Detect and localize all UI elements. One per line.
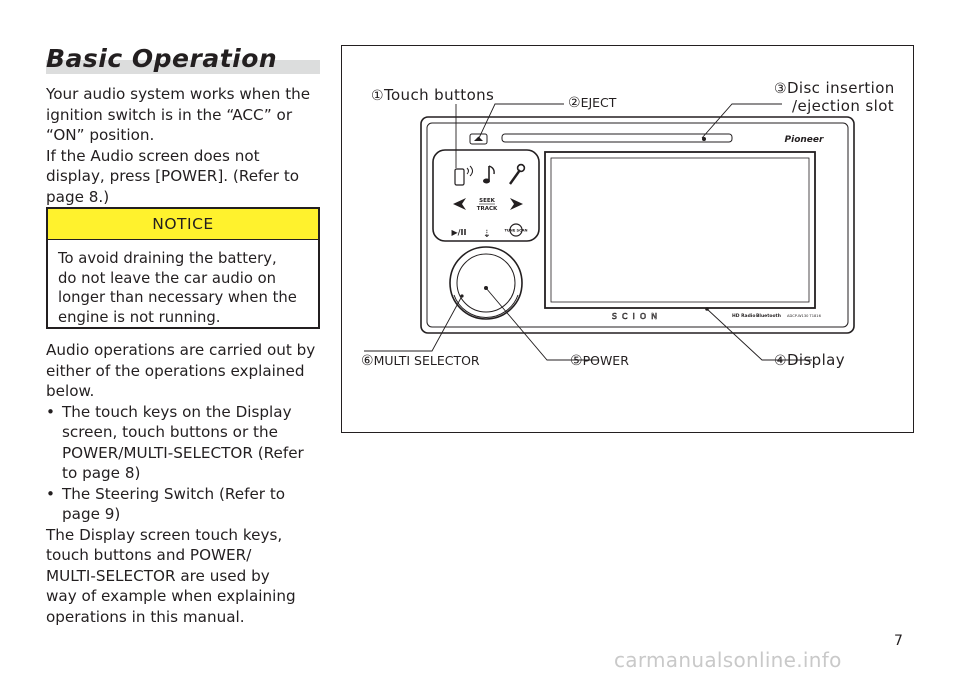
intro-line: ignition switch is in the “ACC” or: [46, 105, 293, 124]
heading-underlay-bar: [46, 60, 320, 74]
bullet-item: • The touch keys on the Display screen, …: [46, 402, 324, 484]
mute-icon: ⇣: [483, 229, 491, 240]
intro-line: display, press [POWER]. (Refer to: [46, 167, 300, 185]
bullet-line: POWER/MULTI-SELECTOR (Refer: [62, 443, 304, 462]
intro-line: “ON” position.: [46, 126, 155, 144]
watermark: carmanualsonline.info: [614, 648, 842, 672]
leader-line-6: [364, 295, 463, 352]
knob-dot: [460, 294, 464, 298]
power-button: [456, 253, 516, 313]
body-paragraph: Audio operations are carried out by eith…: [46, 340, 324, 627]
leader-line-5: [485, 287, 598, 361]
callout-label: EJECT: [580, 95, 617, 110]
body-line: either of the operations explained: [46, 361, 305, 380]
notice-box: NOTICE To avoid draining the battery, do…: [46, 207, 320, 329]
head-unit-drawing: SEEK TRACK ▶/II ⇣ TUNE SCAN Pioneer SCIO…: [364, 103, 855, 361]
body-line: touch buttons and POWER/: [46, 546, 252, 564]
page-number: 7: [894, 633, 903, 649]
callout-number: ④: [774, 353, 787, 369]
leader-line-2: [478, 103, 564, 139]
wrench-icon: [509, 169, 521, 185]
body-line: Audio operations are carried out by: [46, 341, 316, 359]
music-note-head: [483, 178, 490, 184]
notice-heading: NOTICE: [48, 209, 318, 240]
bullet-item: • The Steering Switch (Refer to page 9): [46, 484, 324, 525]
seek-forward-icon: [510, 198, 523, 210]
bullet-line: The Steering Switch (Refer to: [62, 484, 286, 503]
seek-label: SEEK: [479, 198, 495, 204]
phone-icon: [454, 168, 465, 186]
power-dot: [484, 286, 488, 290]
display-inner-frame: [550, 157, 810, 303]
callout-display: ④Display: [774, 351, 845, 369]
callout-label: Display: [786, 351, 846, 369]
callout-label: Disc insertion: [786, 79, 895, 97]
body-line: MULTI-SELECTOR are used by: [46, 566, 270, 585]
callout-multi-selector: ⑥MULTI SELECTOR: [361, 353, 480, 369]
seek-back-icon: [453, 198, 466, 210]
intro-paragraph: Your audio system works when the ignitio…: [46, 84, 324, 207]
intro-line: Your audio system works when the: [46, 85, 311, 103]
phone-signal-icon: [466, 165, 473, 177]
music-note-flag: [488, 165, 495, 175]
page-title: Basic Operation: [46, 44, 278, 73]
callout-number: ①: [371, 88, 384, 104]
callout-power: ⑤POWER: [570, 353, 629, 369]
disc-slot: [501, 133, 733, 143]
callout-number: ⑤: [570, 353, 583, 369]
callout-eject: ②EJECT: [568, 95, 616, 111]
wrench-head: [516, 163, 526, 173]
callout-touch-buttons: ①Touch buttons: [371, 86, 494, 104]
callout-label: Touch buttons: [383, 86, 495, 104]
intro-line: page 8.): [46, 187, 110, 206]
display-screen: [544, 151, 816, 309]
hd-radio-logo: HD Radio: [732, 313, 755, 319]
bluetooth-logo: Bluetooth: [756, 313, 781, 319]
notice-line: To avoid draining the battery,: [58, 250, 277, 267]
body-line: way of example when explaining: [46, 587, 296, 605]
inner-bezel: [426, 122, 849, 328]
head-unit-figure: SEEK TRACK ▶/II ⇣ TUNE SCAN Pioneer SCIO…: [341, 45, 914, 433]
leader-line-4: [706, 308, 812, 361]
notice-line: do not leave the car audio on: [58, 269, 277, 287]
notice-line: engine is not running.: [58, 308, 221, 326]
body-line: operations in this manual.: [46, 607, 245, 626]
touch-button-panel: [432, 149, 540, 242]
slot-indicator: [702, 137, 706, 141]
bullet-line: page 9): [62, 505, 121, 523]
callout-disc-slot: ③Disc insertion /ejection slot: [774, 80, 895, 115]
bullet-dot: •: [46, 402, 55, 421]
tune-scan-icon: [509, 223, 523, 237]
callout-label: POWER: [582, 353, 629, 368]
brand-logo: Pioneer: [785, 135, 824, 145]
callout-number: ③: [774, 81, 787, 97]
bullet-line: to page 8): [62, 464, 141, 482]
notice-body: To avoid draining the battery, do not le…: [48, 240, 318, 327]
bullet-line: screen, touch buttons or the: [62, 423, 278, 441]
callout-label: MULTI SELECTOR: [373, 353, 480, 368]
bullet-line: The touch keys on the Display: [62, 402, 292, 421]
tune-scan-label: TUNE SCAN: [504, 229, 527, 233]
eject-icon: [474, 136, 483, 141]
body-line: The Display screen touch keys,: [46, 525, 283, 544]
callout-number: ⑥: [361, 353, 374, 369]
knob-grip-arc: [453, 294, 519, 319]
bullet-dot: •: [46, 484, 55, 503]
callout-label-line2: /ejection slot: [792, 97, 895, 115]
body-line: below.: [46, 382, 95, 400]
play-pause-icon: ▶/II: [451, 228, 466, 237]
model-number: ADCP-W130 T1816: [787, 314, 822, 318]
callout-number: ②: [568, 95, 581, 111]
section-heading: Basic Operation: [46, 44, 320, 74]
intro-line: If the Audio screen does not: [46, 146, 260, 165]
track-label: TRACK: [477, 206, 498, 212]
leader-line-3: [701, 103, 782, 139]
notice-line: longer than necessary when the: [58, 289, 297, 306]
scion-logo: SCION: [612, 312, 662, 321]
